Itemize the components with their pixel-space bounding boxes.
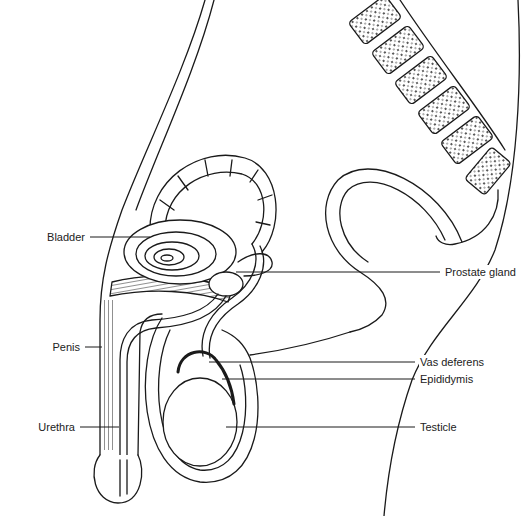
leader-line [85,347,102,348]
leader-line [226,427,415,428]
perineum [250,332,350,355]
testicle [163,378,237,466]
part-label: Penis [51,340,81,354]
back-outline [384,0,519,516]
leader-line [90,237,150,238]
leader-line [80,427,119,428]
scrotum-inner [159,330,246,470]
prostate [209,272,243,296]
abdominal-muscle [136,0,214,210]
spine [348,0,511,245]
vas-deferens-wall [209,246,263,358]
rectum-wall [340,182,445,262]
part-label: Epididymis [419,372,474,386]
leader-line [209,362,415,363]
part-label: Vas deferens [419,355,485,369]
urethra-tip [120,460,127,496]
rectum [326,169,462,332]
part-label: Bladder [46,230,86,244]
scrotum [145,318,258,482]
part-label: Testicle [419,420,458,434]
leader-lines [80,237,440,427]
epididymis [178,352,234,404]
vertebra [465,147,512,196]
part-label: Prostate gland [444,265,517,279]
colon-folds [160,160,272,225]
leader-line [236,272,440,273]
part-label: Urethra [37,420,76,434]
spinal-canal [400,0,505,150]
leader-line [222,379,415,380]
glans [94,455,142,503]
coccyx [436,190,498,245]
